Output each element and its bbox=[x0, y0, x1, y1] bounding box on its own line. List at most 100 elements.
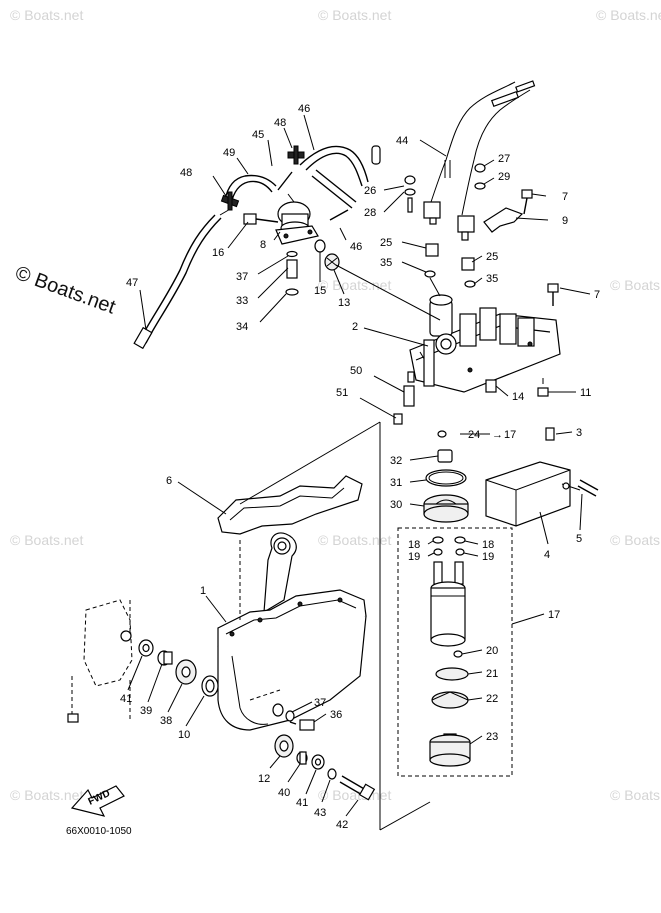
screw-51 bbox=[393, 413, 403, 425]
fuel-pump-assy bbox=[429, 536, 471, 767]
callout-23: 23 bbox=[486, 731, 498, 743]
callout-6: 6 bbox=[166, 475, 172, 487]
watermark: © Boats.net bbox=[596, 7, 661, 23]
tank-1 bbox=[217, 532, 367, 731]
callout-30: 30 bbox=[390, 499, 402, 511]
callout-9: 9 bbox=[562, 215, 568, 227]
collar-39 bbox=[157, 650, 173, 666]
callout-33: 33 bbox=[236, 295, 248, 307]
callout-22: 22 bbox=[486, 693, 498, 705]
callout-32: 32 bbox=[390, 455, 402, 467]
callout-20: 20 bbox=[486, 645, 498, 657]
callout-41: 41 bbox=[120, 693, 132, 705]
grommet-14 bbox=[485, 379, 497, 393]
bolt-16 bbox=[243, 213, 279, 225]
watermark: © Boats.net bbox=[10, 532, 83, 548]
callout-43: 43 bbox=[314, 807, 326, 819]
leader-lines bbox=[127, 114, 591, 817]
callout-31: 31 bbox=[390, 477, 402, 489]
callout-44: 44 bbox=[396, 135, 408, 147]
callout-19: 19 bbox=[482, 551, 494, 563]
callout-28: 28 bbox=[364, 207, 376, 219]
callout-45: 45 bbox=[252, 129, 264, 141]
callout-35: 35 bbox=[380, 257, 392, 269]
nut-26 bbox=[404, 175, 416, 213]
callout-24: 24 bbox=[468, 429, 480, 441]
callout-51: 51 bbox=[336, 387, 348, 399]
washer-41-lower bbox=[311, 754, 325, 770]
watermark: © Boats.net bbox=[318, 7, 391, 23]
callout-47: 47 bbox=[126, 277, 138, 289]
watermark: © Boats.net bbox=[318, 532, 391, 548]
callout-41: 41 bbox=[296, 797, 308, 809]
callout-21: 21 bbox=[486, 668, 498, 680]
screw-7-lower bbox=[547, 283, 559, 306]
oring-15 bbox=[314, 239, 326, 253]
washer-41 bbox=[138, 639, 154, 657]
callout-38: 38 bbox=[160, 715, 172, 727]
oring-31 bbox=[425, 469, 467, 487]
callout-25: 25 bbox=[380, 237, 392, 249]
collar-40 bbox=[296, 751, 308, 765]
callout-50: 50 bbox=[350, 365, 362, 377]
grommet-12 bbox=[274, 734, 294, 758]
callout-3: 3 bbox=[576, 427, 582, 439]
callout-26: 26 bbox=[364, 185, 376, 197]
callout-5: 5 bbox=[576, 533, 582, 545]
bolt-42 bbox=[339, 775, 376, 801]
callout-37: 37 bbox=[314, 697, 326, 709]
callout-2: 2 bbox=[352, 321, 358, 333]
callout-1: 1 bbox=[200, 585, 206, 597]
callout-10: 10 bbox=[178, 729, 190, 741]
callout-34: 34 bbox=[236, 321, 248, 333]
diagram-code: 66X0010-1050 bbox=[66, 826, 132, 837]
callout-48: 48 bbox=[180, 167, 192, 179]
callout-7: 7 bbox=[594, 289, 600, 301]
callout-17: 17 bbox=[504, 429, 516, 441]
cap-30 bbox=[423, 494, 469, 523]
callout-11: 11 bbox=[580, 387, 591, 399]
filter-13 bbox=[324, 253, 340, 271]
callout-37: 37 bbox=[236, 271, 248, 283]
connector-25-lower bbox=[457, 215, 475, 241]
callout-18: 18 bbox=[482, 539, 494, 551]
cover-2 bbox=[409, 294, 561, 393]
watermark: © Boats.net bbox=[10, 7, 83, 23]
engine-outline bbox=[67, 599, 133, 723]
watermark: © Boats.net bbox=[610, 787, 661, 803]
callout-18: 18 bbox=[408, 539, 420, 551]
callout-12: 12 bbox=[258, 773, 270, 785]
callout-25: 25 bbox=[486, 251, 498, 263]
callout-42: 42 bbox=[336, 819, 348, 831]
fuel-pump-assy-17-box bbox=[397, 527, 513, 777]
screw-11 bbox=[537, 378, 549, 397]
callout-36: 36 bbox=[330, 709, 342, 721]
callout-17: 17 bbox=[548, 609, 560, 621]
clamp-50 bbox=[403, 371, 415, 407]
callout-49: 49 bbox=[223, 147, 235, 159]
callout-35: 35 bbox=[486, 273, 498, 285]
bracket-9 bbox=[483, 207, 524, 233]
grommet-38 bbox=[175, 659, 197, 685]
callout-4: 4 bbox=[544, 549, 550, 561]
wire-harness-44 bbox=[429, 80, 536, 216]
callout-16: 16 bbox=[212, 247, 224, 259]
screw-5 bbox=[577, 479, 599, 497]
gasket-6 bbox=[217, 475, 363, 535]
callout-48: 48 bbox=[274, 117, 286, 129]
callout-8: 8 bbox=[260, 239, 266, 251]
callout-46: 46 bbox=[298, 103, 310, 115]
callout-labels: 46 48 45 49 48 16 8 37 33 34 15 13 46 47… bbox=[120, 103, 600, 831]
callout-27: 27 bbox=[498, 153, 510, 165]
callout-15: 15 bbox=[314, 285, 326, 297]
callout-14: 14 bbox=[512, 391, 524, 403]
oring-37 bbox=[272, 703, 295, 722]
callout-29: 29 bbox=[498, 171, 510, 183]
hose-joint-48 bbox=[287, 145, 305, 165]
callout-39: 39 bbox=[140, 705, 152, 717]
connector-25-upper bbox=[423, 201, 441, 225]
fuel-nipple-33 bbox=[285, 250, 299, 296]
watermark: © Boats.net bbox=[318, 277, 391, 293]
screw-7-upper bbox=[521, 189, 533, 215]
